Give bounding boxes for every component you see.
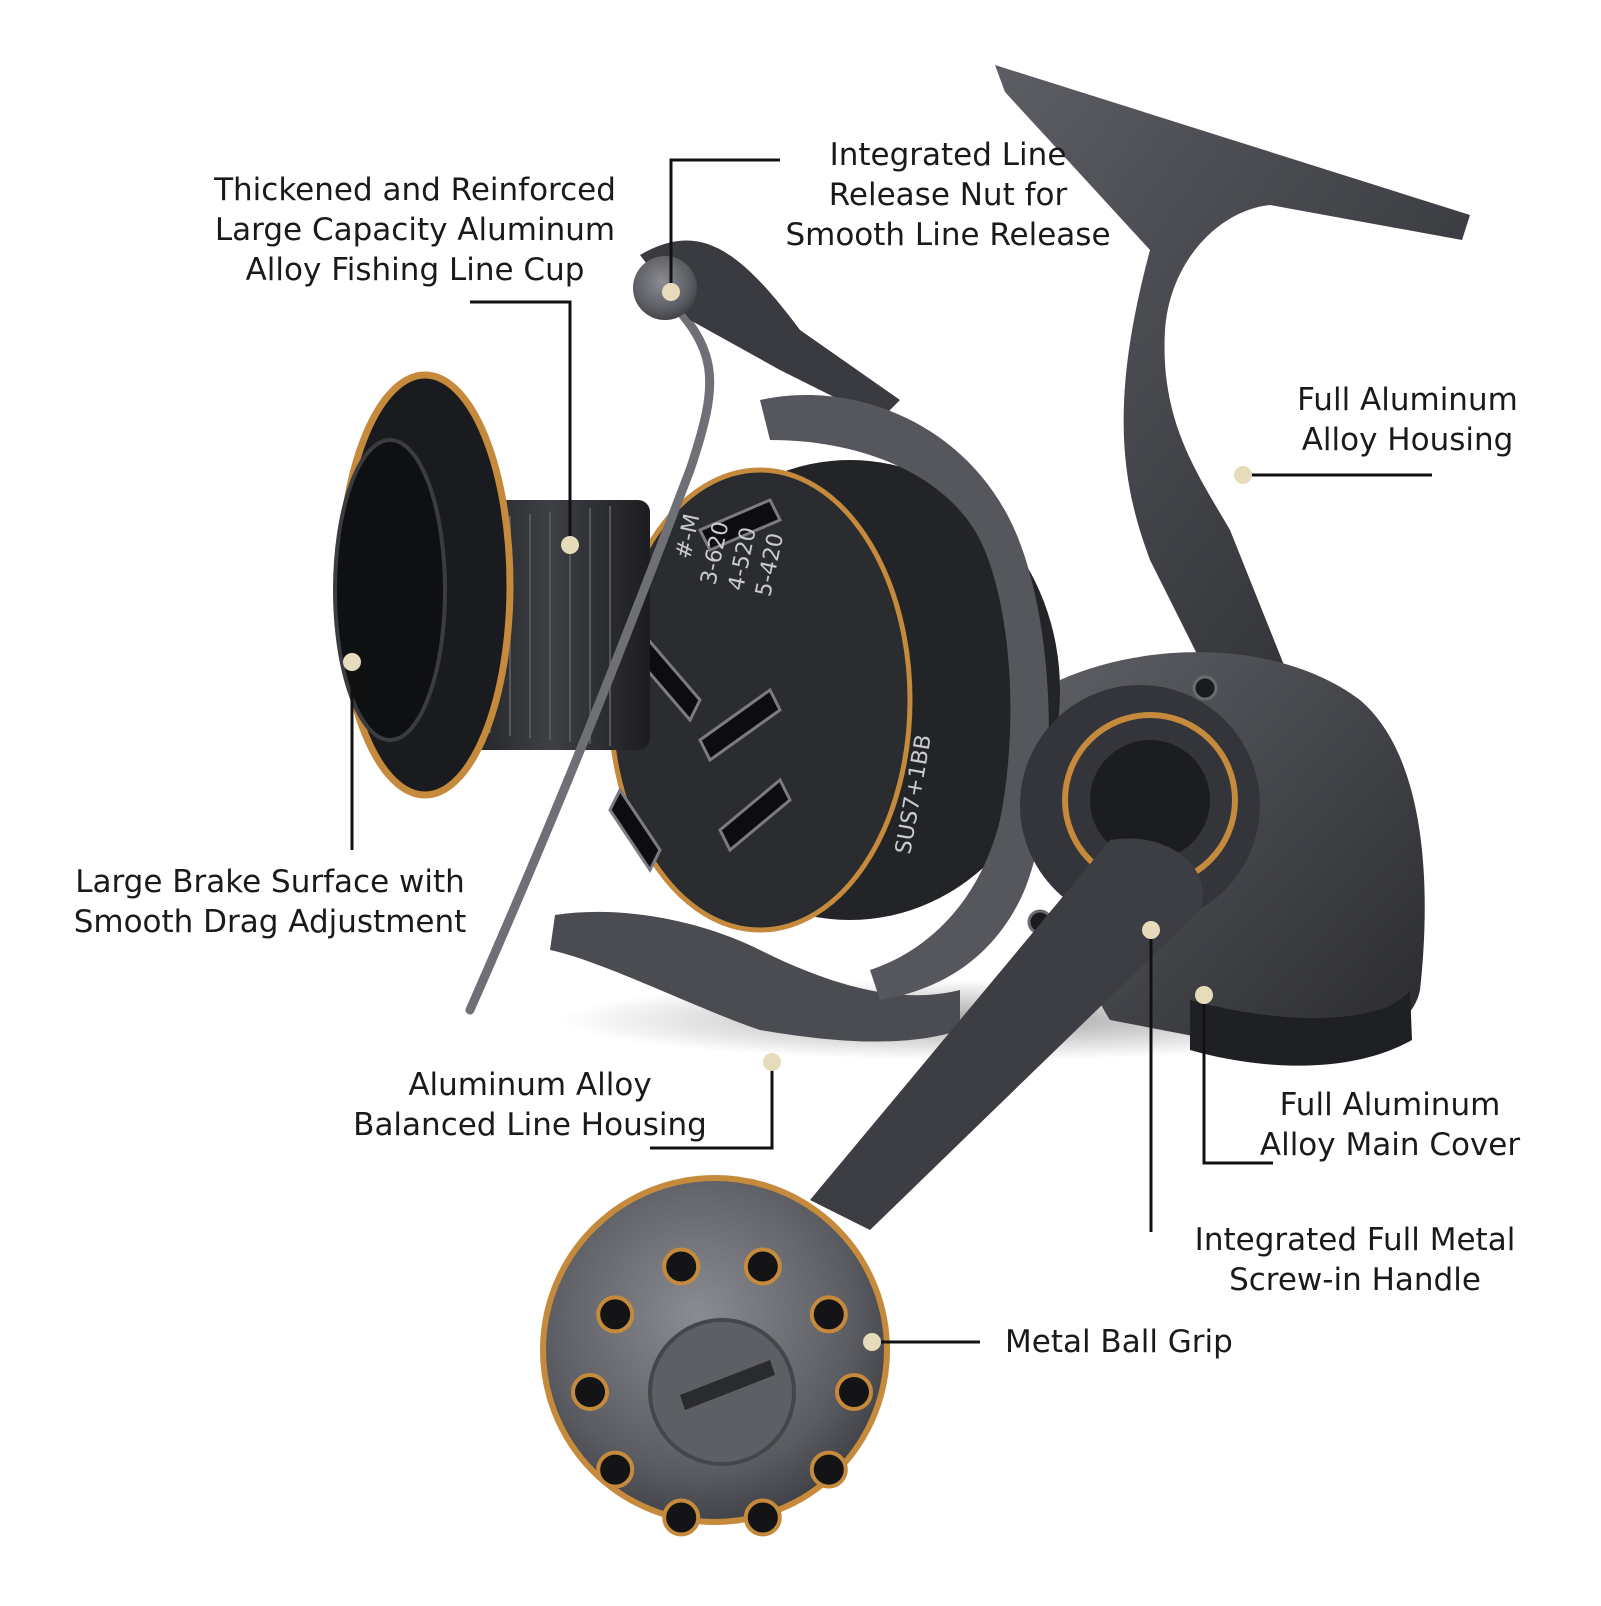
- ball-grip-hole: [743, 1498, 782, 1537]
- callout-screw-in-handle: Integrated Full Metal Screw-in Handle: [1170, 1220, 1540, 1300]
- callout-release-line-3: Smooth Line Release: [785, 217, 1111, 253]
- marker-dot-line-cup: [561, 536, 579, 554]
- bail-arm-lower: [550, 911, 960, 1042]
- reel-foot-stem: [995, 65, 1470, 690]
- callout-cover-line-1: Full Aluminum: [1279, 1087, 1501, 1123]
- callout-cover-line-2: Alloy Main Cover: [1259, 1127, 1521, 1163]
- ball-grip-hole: [596, 1295, 635, 1334]
- ball-grip-hole: [809, 1295, 848, 1334]
- callout-handle-line-1: Integrated Full Metal: [1194, 1222, 1516, 1258]
- callout-balanced-line-2: Balanced Line Housing: [353, 1107, 707, 1143]
- callout-brake-line-1: Large Brake Surface with: [75, 864, 465, 900]
- leader-line-cup: [470, 300, 572, 545]
- marker-dot-brake-surface: [343, 653, 361, 671]
- callout-housing-line-2: Alloy Housing: [1301, 422, 1514, 458]
- callout-line-cup-line-1: Thickened and Reinforced: [214, 172, 616, 208]
- callout-handle-line-2: Screw-in Handle: [1229, 1262, 1481, 1298]
- marker-dot-main-cover: [1195, 986, 1213, 1004]
- callout-balanced-line-housing: Aluminum Alloy Balanced Line Housing: [345, 1065, 715, 1145]
- marker-dots: [343, 283, 1252, 1351]
- ball-grip-hole: [743, 1247, 782, 1286]
- leader-lines: [350, 158, 1432, 1344]
- leader-main-cover: [1202, 990, 1273, 1165]
- marker-dot-ball-grip: [863, 1333, 881, 1351]
- main-cover-panel: [1190, 990, 1412, 1066]
- callout-grip-line-1: Metal Ball Grip: [1005, 1324, 1233, 1360]
- marker-dot-screw-handle: [1142, 921, 1160, 939]
- callout-line-release-nut: Integrated Line Release Nut for Smooth L…: [778, 135, 1118, 255]
- marker-dot-alloy-housing: [1234, 466, 1252, 484]
- callout-ball-grip: Metal Ball Grip: [1005, 1322, 1305, 1362]
- leader-balanced-housing: [650, 1060, 774, 1150]
- callout-balanced-line-1: Aluminum Alloy: [408, 1067, 652, 1103]
- ball-grip-hole: [662, 1498, 701, 1537]
- ball-grip-holes: [571, 1247, 873, 1537]
- callout-release-line-1: Integrated Line: [829, 137, 1067, 173]
- ball-grip-hole: [662, 1247, 701, 1286]
- bail-wire: [465, 285, 715, 1015]
- ball-grip-hole: [571, 1373, 609, 1411]
- callout-brake-surface: Large Brake Surface with Smooth Drag Adj…: [60, 862, 480, 942]
- callout-brake-line-2: Smooth Drag Adjustment: [73, 904, 467, 940]
- gear-hub: [1090, 740, 1210, 860]
- handle-arm: [810, 838, 1203, 1230]
- screw-top: [1192, 675, 1218, 701]
- callout-housing-line-1: Full Aluminum: [1297, 382, 1518, 418]
- callout-release-line-2: Release Nut for: [828, 177, 1068, 213]
- ball-grip-hole: [809, 1450, 848, 1489]
- marker-dot-release-nut: [662, 283, 680, 301]
- drag-knob-face: [333, 438, 447, 742]
- callout-line-cup-line-3: Alloy Fishing Line Cup: [245, 252, 585, 288]
- marker-dot-balanced-housing: [763, 1053, 781, 1071]
- callout-main-cover: Full Aluminum Alloy Main Cover: [1240, 1085, 1540, 1165]
- callout-line-cup: Thickened and Reinforced Large Capacity …: [200, 170, 630, 290]
- callout-line-cup-line-2: Large Capacity Aluminum: [214, 212, 616, 248]
- bail-arm-upper: [640, 240, 900, 420]
- ball-grip-hole: [596, 1450, 635, 1489]
- callout-alloy-housing: Full Aluminum Alloy Housing: [1275, 380, 1540, 460]
- leader-release-nut: [669, 158, 780, 288]
- ball-grip-slot: [680, 1360, 775, 1410]
- ball-grip-hole: [835, 1373, 873, 1411]
